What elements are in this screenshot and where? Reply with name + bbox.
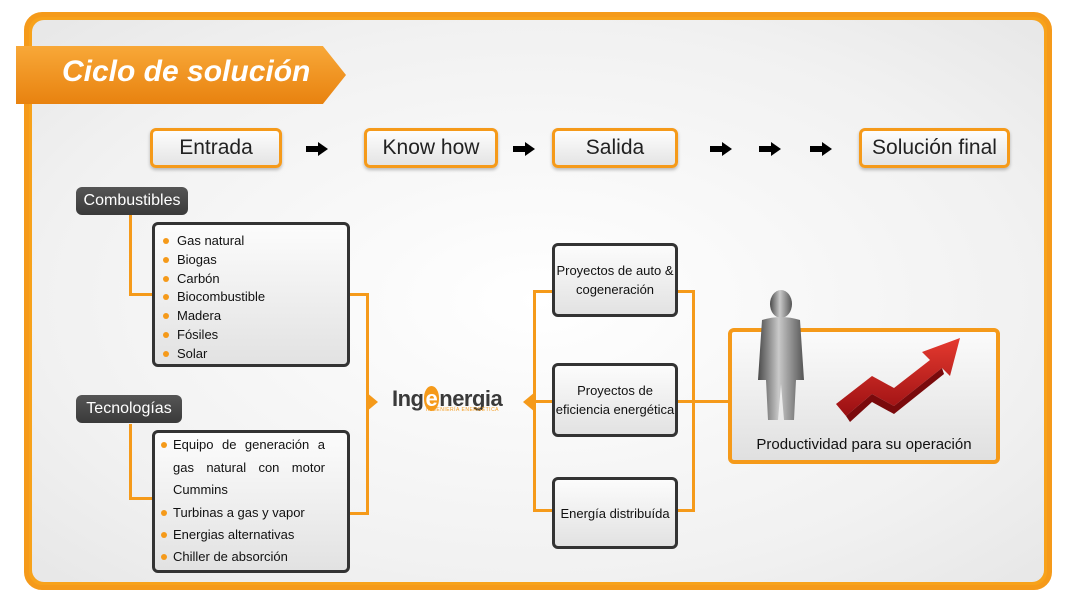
list-item: Biocombustible	[155, 288, 347, 307]
tecnologias-list: Equipo de generación a gas natural con m…	[152, 430, 350, 573]
list-item: Solar	[155, 345, 347, 364]
list-item: Chiller de absorción	[155, 546, 325, 568]
proyecto-box: Proyectos de eficiencia energética	[552, 363, 678, 437]
logo-text: Ing	[392, 386, 424, 411]
connector-line	[676, 400, 731, 403]
connector-line	[129, 293, 153, 296]
list-item: Gas natural	[155, 232, 347, 251]
connector-line	[692, 290, 695, 512]
logo-text: nergia	[439, 386, 503, 411]
stage-solucion-final: Solución final	[859, 128, 1010, 168]
arrow-right-icon	[810, 142, 832, 156]
list-item: Carbón	[155, 270, 347, 289]
proyecto-box: Energía distribuída	[552, 477, 678, 549]
list-item: Madera	[155, 307, 347, 326]
title-banner	[16, 46, 346, 104]
page-title: Ciclo de solución	[62, 55, 311, 88]
arrow-right-icon	[306, 142, 328, 156]
connector-line	[129, 424, 132, 499]
connector-line	[349, 293, 368, 296]
bracket-arrow-icon	[523, 392, 535, 412]
proyecto-box: Proyectos de auto & cogeneración	[552, 243, 678, 317]
bracket-arrow-icon	[366, 392, 378, 412]
connector-line	[676, 290, 695, 293]
person-icon	[758, 290, 804, 420]
tecnologias-tag: Tecnologías	[76, 395, 182, 423]
connector-line	[129, 497, 153, 500]
stage-salida: Salida	[552, 128, 678, 168]
connector-line	[349, 512, 368, 515]
arrow-right-icon	[513, 142, 535, 156]
stage-know-how: Know how	[364, 128, 498, 168]
arrow-right-icon	[759, 142, 781, 156]
connector-line	[533, 290, 554, 293]
arrow-right-icon	[710, 142, 732, 156]
stage-entrada: Entrada	[150, 128, 282, 168]
list-item: Fósiles	[155, 326, 347, 345]
connector-line	[533, 400, 554, 403]
list-item: Biogas	[155, 251, 347, 270]
connector-line	[533, 509, 554, 512]
connector-line	[676, 509, 695, 512]
logo-text: e	[423, 386, 440, 411]
list-item: Equipo de generación a gas natural con m…	[155, 434, 325, 502]
list-item: Turbinas a gas y vapor	[155, 502, 325, 524]
logo-tagline: INGENIERÍA ENERGÉTICA	[426, 407, 500, 413]
combustibles-list: Gas natural Biogas Carbón Biocombustible…	[152, 222, 350, 367]
trend-arrow-icon	[836, 338, 960, 422]
result-label: Productividad para su operación	[756, 436, 972, 453]
ingenergia-logo: Ingenergia	[392, 386, 503, 412]
list-item: Energias alternativas	[155, 524, 325, 546]
connector-line	[129, 214, 132, 295]
combustibles-tag: Combustibles	[76, 187, 188, 215]
